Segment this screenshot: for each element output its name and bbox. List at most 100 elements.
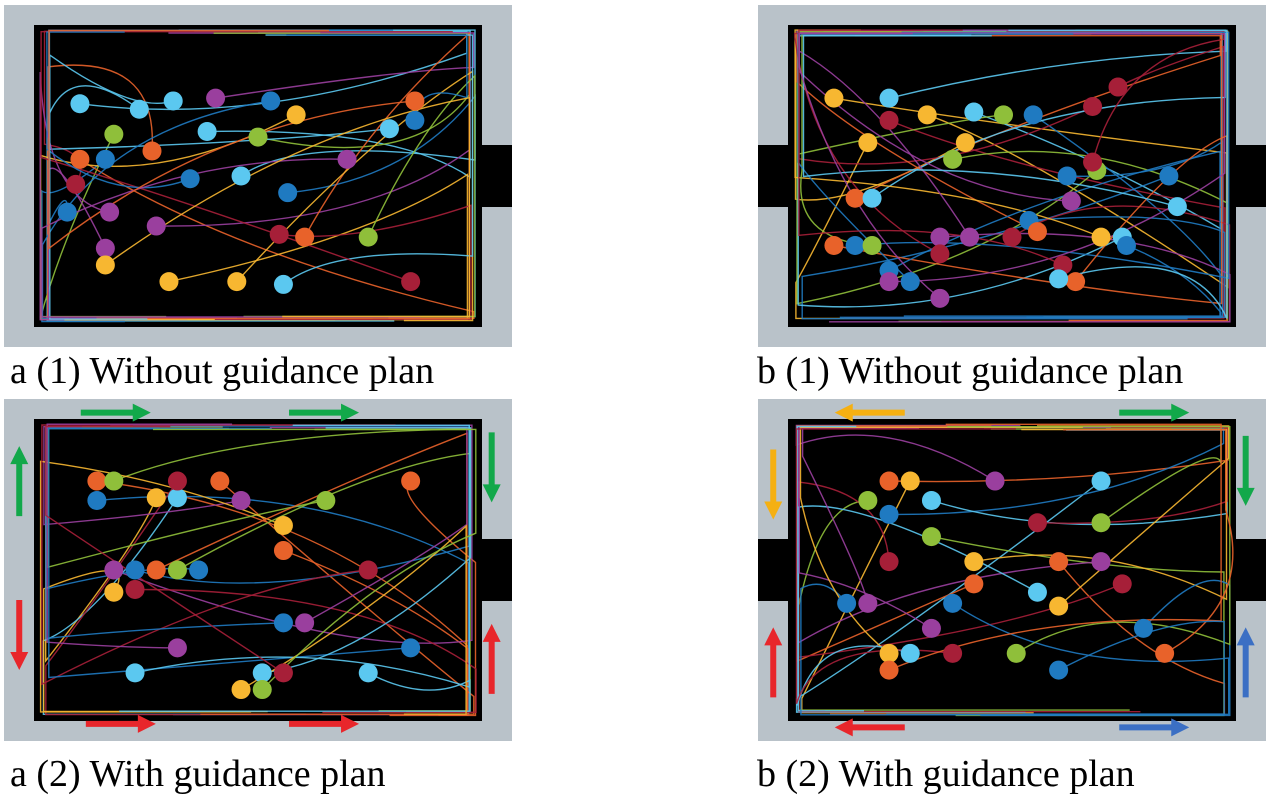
panel-a1 (4, 5, 512, 347)
panel-b1 (758, 5, 1266, 347)
trajectory-path (48, 29, 415, 250)
trajectory-path (823, 30, 1227, 99)
pedestrian-dot (943, 149, 963, 169)
trajectory-path (46, 31, 191, 189)
trajectory-path (871, 29, 1226, 199)
trajectory-path (1008, 29, 1228, 319)
trajectory-path (48, 428, 411, 679)
trajectory-path (119, 672, 471, 712)
arrow-up-icon (1236, 627, 1255, 646)
caption-b1: b (1) Without guidance plan (757, 350, 1184, 392)
trajectory-path (1026, 244, 1222, 319)
pedestrian-dot (1027, 513, 1047, 533)
trajectory-path (49, 53, 174, 320)
trajectory-path (177, 428, 471, 571)
pedestrian-dot (358, 560, 378, 580)
arrow-right-icon (132, 403, 151, 422)
trajectory-path (796, 31, 1098, 305)
pedestrian-dot (125, 579, 145, 599)
pedestrian-dot (273, 541, 293, 561)
pedestrian-dot (900, 471, 920, 491)
trajectory-path (797, 427, 1102, 645)
trajectory-path (1037, 425, 1230, 607)
pedestrian-dot (930, 244, 950, 264)
trajectory-path (888, 427, 1225, 516)
pedestrian-dot (95, 238, 115, 258)
pedestrian-dot (231, 680, 251, 700)
arrow-up-icon (764, 627, 783, 646)
pedestrian-dot (316, 491, 336, 510)
pedestrian-dot (227, 272, 247, 292)
pedestrian-dot (273, 274, 293, 294)
caption-b2: b (2) With guidance plan (757, 753, 1135, 795)
trajectory-path (1023, 620, 1225, 715)
trajectory-path (64, 173, 469, 321)
trajectory-path (46, 423, 233, 649)
pedestrian-dot (167, 560, 187, 580)
pedestrian-dot (943, 593, 963, 613)
trajectory-path (802, 34, 1178, 208)
trajectory-path (45, 425, 284, 674)
pedestrian-dot (921, 527, 941, 547)
pedestrian-dot (930, 288, 950, 308)
arrow-down-icon (482, 484, 501, 503)
exit-door-right (1234, 145, 1266, 207)
trajectory-path (156, 32, 471, 227)
pedestrian-dot (994, 105, 1014, 125)
trajectory-path (134, 588, 477, 713)
pedestrian-dot (87, 471, 107, 491)
arrow-up-icon (10, 446, 29, 465)
pedestrian-dot (358, 227, 378, 247)
panel-b2 (758, 399, 1266, 741)
pedestrian-dot (248, 127, 268, 147)
pedestrian-dot (273, 516, 293, 536)
pedestrian-dot (269, 224, 289, 244)
trajectory-path (134, 424, 470, 688)
pedestrian-dot (964, 574, 984, 594)
exit-door-left (758, 145, 790, 207)
pedestrian-dot (295, 227, 315, 247)
pedestrian-dot (900, 272, 920, 292)
trajectory-path (1028, 216, 1226, 318)
trajectory-path (41, 100, 271, 320)
pedestrian-dot (401, 471, 421, 491)
pedestrian-dot (66, 174, 86, 194)
pedestrian-dot (964, 552, 984, 572)
trajectory-path (869, 45, 1225, 319)
arrow-right-icon (1171, 403, 1190, 422)
pedestrian-dot (1002, 227, 1022, 247)
pedestrian-dot (278, 183, 298, 203)
trajectory-path (839, 150, 1221, 318)
pedestrian-dot (337, 149, 357, 169)
pedestrian-dot (879, 504, 899, 524)
pedestrian-dot (146, 216, 166, 236)
trajectory-path (41, 158, 421, 318)
pedestrian-dot (252, 680, 272, 700)
pedestrian-dot (358, 663, 378, 683)
pedestrian-dot (879, 643, 899, 663)
trajectory-path (855, 31, 1230, 280)
pedestrian-dot (1108, 77, 1128, 97)
trajectory-path (798, 426, 932, 629)
pedestrian-dot (87, 491, 107, 510)
pedestrian-dot (146, 560, 166, 580)
pedestrian-dot (824, 236, 844, 255)
pedestrian-dot (1057, 166, 1077, 186)
arrow-right-icon (137, 714, 156, 733)
pedestrian-dot (1006, 643, 1026, 663)
pedestrian-dot (95, 255, 115, 275)
pedestrian-dot (129, 99, 149, 119)
exit-door-right (480, 539, 512, 601)
pedestrian-dot (167, 488, 187, 508)
trajectory-path (801, 426, 1112, 604)
pedestrian-dot (405, 91, 425, 111)
pedestrian-dot (125, 560, 145, 580)
pedestrian-dot (955, 133, 975, 153)
pedestrian-dot (125, 663, 145, 683)
trajectory-path (931, 429, 1228, 526)
trajectory-path (155, 432, 468, 713)
floorplan-b2 (758, 399, 1266, 741)
pedestrian-dot (960, 227, 980, 247)
pedestrian-dot (1167, 197, 1187, 217)
trajectory-path (47, 427, 326, 569)
